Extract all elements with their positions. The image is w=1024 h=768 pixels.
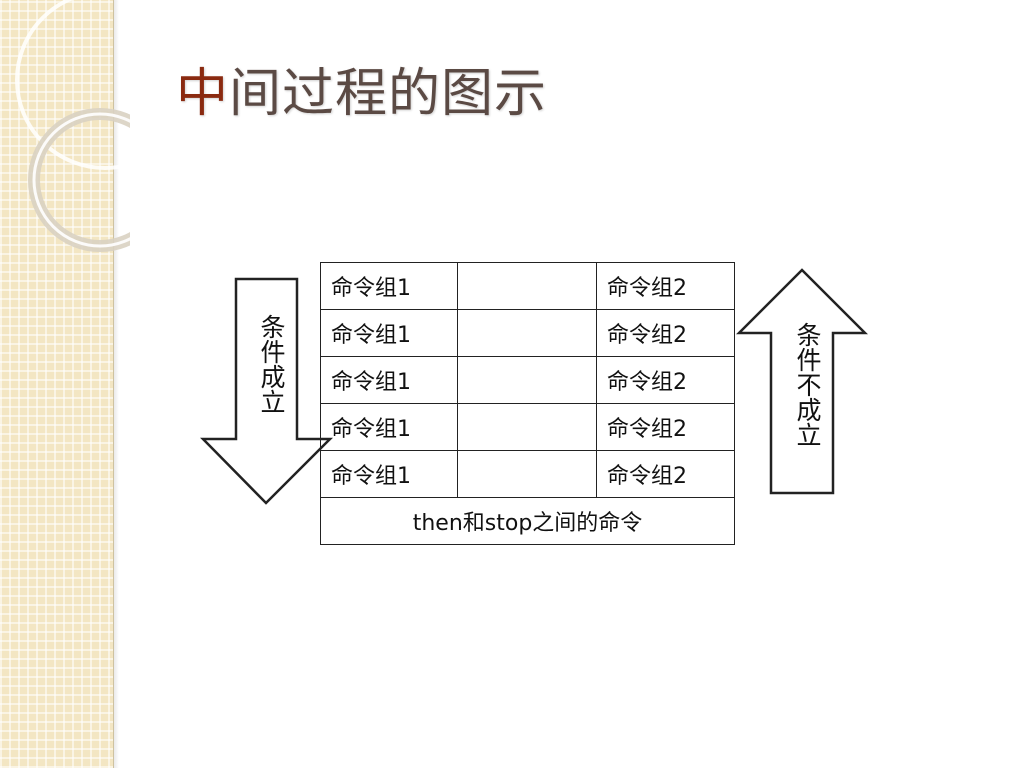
empty-middle-cell (457, 309, 597, 357)
empty-middle-cell (457, 356, 597, 404)
decorative-ring-large (15, 0, 130, 170)
empty-middle-cell (457, 450, 597, 498)
up-arrow (736, 268, 868, 495)
command-group-1-cell: 命令组1 (320, 262, 458, 310)
command-group-1-cell: 命令组1 (320, 403, 458, 451)
decorative-ring-small (28, 108, 130, 252)
command-group-1-cell: 命令组1 (320, 309, 458, 357)
down-arrow-shape (200, 277, 334, 505)
slide-title-rest: 间过程的图示 (229, 64, 548, 124)
table-footer-row: then和stop之间的命令 (320, 497, 735, 545)
command-group-2-cell: 命令组2 (596, 262, 735, 310)
command-group-2-cell: 命令组2 (596, 403, 735, 451)
down-arrow-label: 条件成立 (257, 314, 286, 414)
command-group-2-cell: 命令组2 (596, 356, 735, 404)
command-group-2-cell: 命令组2 (596, 450, 735, 498)
decorative-ring-small-highlight (32, 112, 130, 248)
command-group-1-cell: 命令组1 (320, 450, 458, 498)
footer-cell: then和stop之间的命令 (320, 497, 735, 545)
command-group-1-cell: 命令组1 (320, 356, 458, 404)
empty-middle-cell (457, 403, 597, 451)
decorative-rings (15, 0, 130, 252)
table-row: 命令组1 命令组2 (320, 262, 735, 310)
slide-title-accent: 中 (176, 64, 230, 124)
up-arrow-label: 条件不成立 (793, 322, 822, 447)
command-table: 命令组1 命令组2 命令组1 命令组2 命令组1 命令组2 命令组1 命令组2 … (320, 262, 735, 545)
empty-middle-cell (457, 262, 597, 310)
slide-title: 中间过程的图示 (176, 62, 547, 126)
table-row: 命令组1 命令组2 (320, 450, 735, 498)
up-arrow-shape (736, 268, 868, 495)
table-row: 命令组1 命令组2 (320, 403, 735, 451)
down-arrow (200, 277, 334, 505)
table-row: 命令组1 命令组2 (320, 309, 735, 357)
table-row: 命令组1 命令组2 (320, 356, 735, 404)
side-panel-shadow (113, 0, 119, 768)
command-group-2-cell: 命令组2 (596, 309, 735, 357)
